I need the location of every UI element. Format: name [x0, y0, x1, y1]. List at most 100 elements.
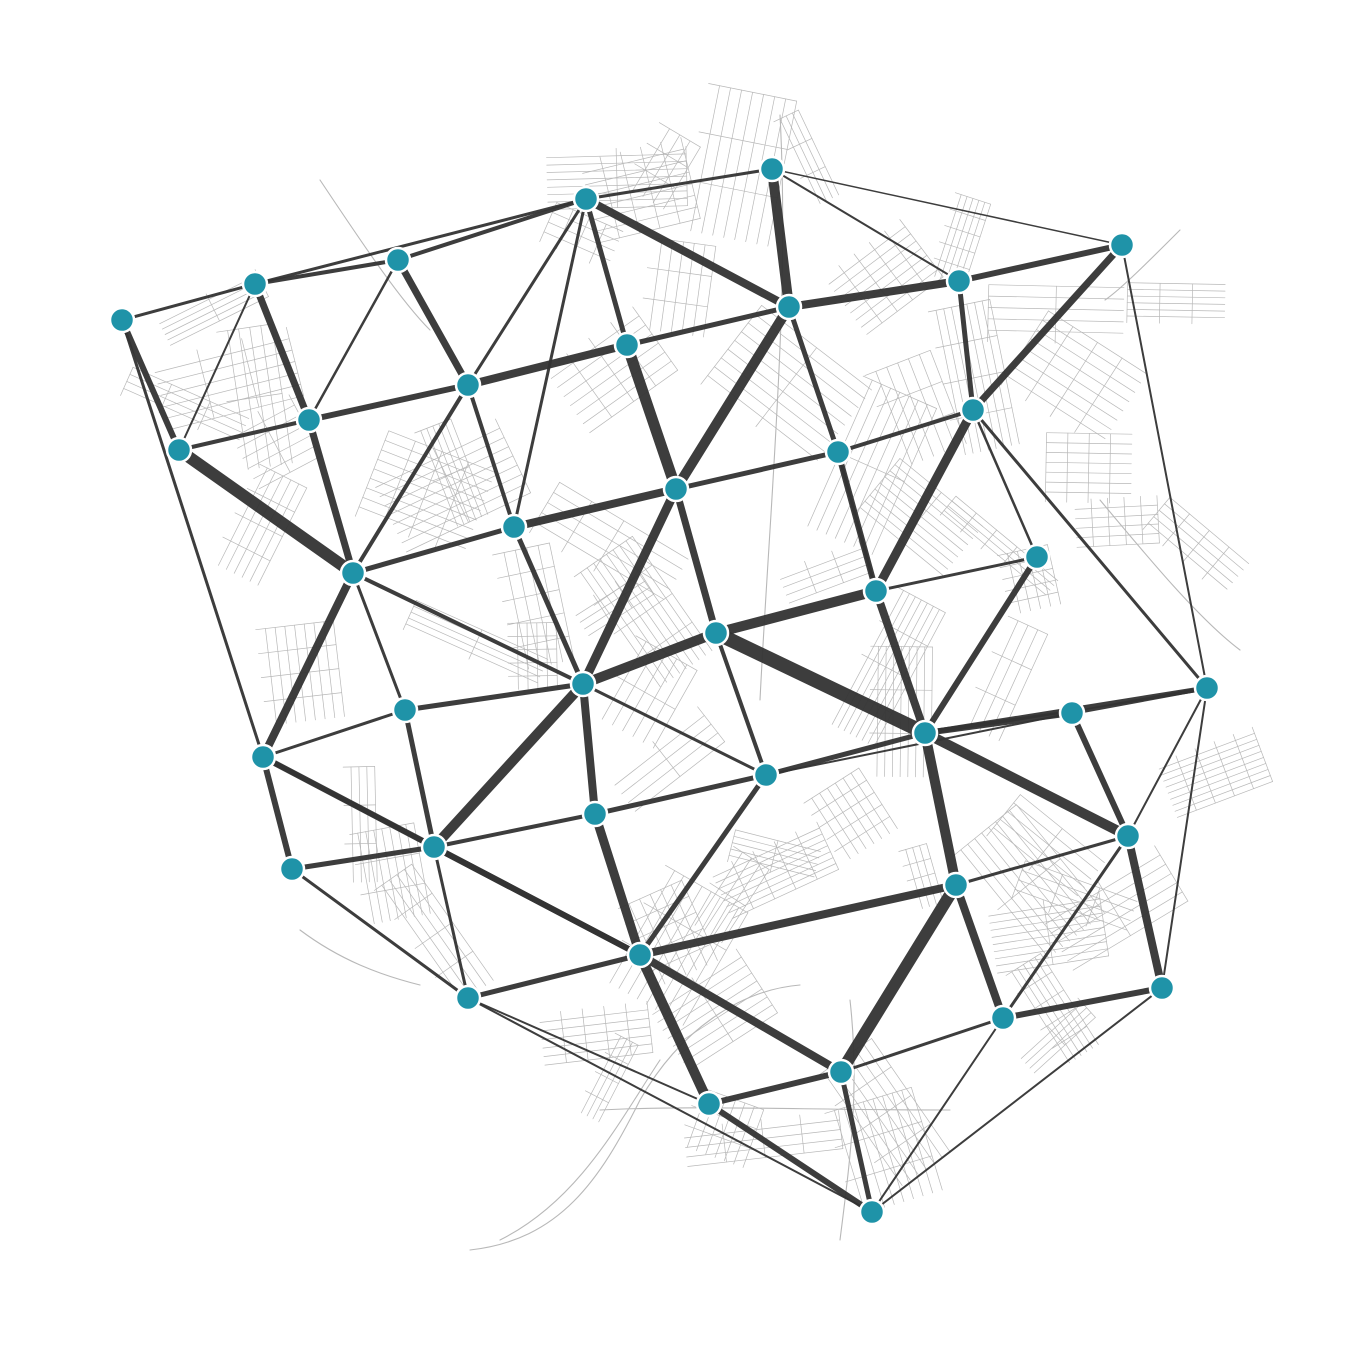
network-edge: [971, 408, 1209, 690]
network-node[interactable]: [613, 331, 641, 359]
street-segment: [799, 1114, 805, 1154]
street-segment: [544, 1052, 654, 1066]
street-segment: [549, 542, 575, 660]
street-segment: [1040, 1007, 1076, 1031]
network-node[interactable]: [775, 293, 803, 321]
network-node[interactable]: [858, 1198, 886, 1226]
street-segment: [908, 358, 945, 453]
street-segment: [1014, 889, 1128, 931]
network-node[interactable]: [165, 436, 193, 464]
network-node[interactable]: [695, 1090, 723, 1118]
network-node[interactable]: [1114, 822, 1142, 850]
street-segment: [684, 1124, 751, 1149]
network-node[interactable]: [391, 696, 419, 724]
street-segment: [786, 138, 813, 151]
network-nodes: [108, 155, 1221, 1226]
network-node[interactable]: [758, 155, 786, 183]
street-segment: [660, 142, 681, 224]
network-node[interactable]: [827, 1058, 855, 1086]
street-segment: [876, 381, 943, 408]
network-edge: [581, 682, 768, 777]
network-edge: [178, 283, 256, 451]
network-node[interactable]: [581, 800, 609, 828]
network-node[interactable]: [824, 438, 852, 466]
street-segment: [910, 1086, 943, 1191]
street-segment: [593, 564, 653, 606]
network-edge: [253, 258, 400, 286]
network-edge: [251, 280, 313, 424]
network-node[interactable]: [569, 670, 597, 698]
street-segment: [646, 267, 713, 277]
network-node[interactable]: [989, 1004, 1017, 1032]
network-node[interactable]: [626, 941, 654, 969]
street-segment: [258, 644, 337, 655]
network-edges: [119, 164, 1210, 1215]
network-node[interactable]: [942, 871, 970, 899]
network-node[interactable]: [500, 513, 528, 541]
network-node[interactable]: [1108, 231, 1136, 259]
street-segment: [1126, 315, 1225, 319]
street-segment: [834, 782, 875, 844]
network-node[interactable]: [1193, 674, 1221, 702]
network-edge: [785, 277, 963, 311]
network-edge: [636, 951, 845, 1076]
network-node[interactable]: [662, 475, 690, 503]
street-segment: [858, 767, 898, 829]
network-node[interactable]: [702, 619, 730, 647]
street-segment: [980, 529, 998, 550]
network-node[interactable]: [862, 577, 890, 605]
street-segment: [769, 840, 779, 873]
street-segment: [1074, 504, 1158, 510]
network-edge: [1000, 985, 1165, 1021]
street-segment: [831, 550, 844, 583]
street-segment: [259, 463, 308, 489]
network-edge: [709, 626, 932, 740]
network-node[interactable]: [1058, 699, 1086, 727]
street-segment: [1167, 757, 1264, 794]
street-segment: [991, 651, 1032, 671]
street-segment: [902, 858, 932, 867]
street-segment: [901, 1089, 934, 1194]
network-node[interactable]: [108, 306, 136, 334]
street-segment: [997, 858, 1061, 910]
network-node[interactable]: [454, 984, 482, 1012]
street-segment: [1154, 845, 1189, 902]
network-node[interactable]: [945, 267, 973, 295]
network-node[interactable]: [752, 761, 780, 789]
network-node[interactable]: [911, 719, 939, 747]
street-segment: [943, 510, 1047, 596]
street-segment: [1007, 615, 1049, 635]
street-segment: [1126, 308, 1226, 312]
network-node[interactable]: [241, 270, 269, 298]
network-node[interactable]: [339, 559, 367, 587]
network-edge: [714, 631, 768, 777]
street-segment: [1075, 523, 1159, 529]
street-segment: [624, 1003, 632, 1056]
network-node[interactable]: [384, 246, 412, 274]
street-segment: [773, 109, 799, 123]
network-node[interactable]: [278, 855, 306, 883]
street-segment: [285, 326, 304, 397]
street-segment: [1007, 591, 1059, 604]
street-segment: [350, 766, 354, 883]
network-node[interactable]: [959, 396, 987, 424]
street-segment: [593, 594, 611, 623]
network-node[interactable]: [295, 406, 323, 434]
street-segment: [944, 225, 981, 238]
network-node[interactable]: [249, 743, 277, 771]
street-segment: [681, 879, 718, 961]
network-node[interactable]: [1023, 543, 1051, 571]
network-edge: [173, 444, 359, 579]
network-node[interactable]: [420, 833, 448, 861]
street-segment: [752, 851, 776, 900]
network-edge: [350, 524, 517, 576]
network-edge: [711, 586, 881, 638]
network-node[interactable]: [454, 371, 482, 399]
network-edge: [305, 416, 357, 577]
network-edge: [590, 809, 645, 960]
network-node[interactable]: [1148, 974, 1176, 1002]
network-edge: [260, 754, 295, 872]
street-segment: [394, 892, 433, 920]
network-node[interactable]: [572, 185, 600, 213]
network-edge: [839, 1016, 1005, 1074]
